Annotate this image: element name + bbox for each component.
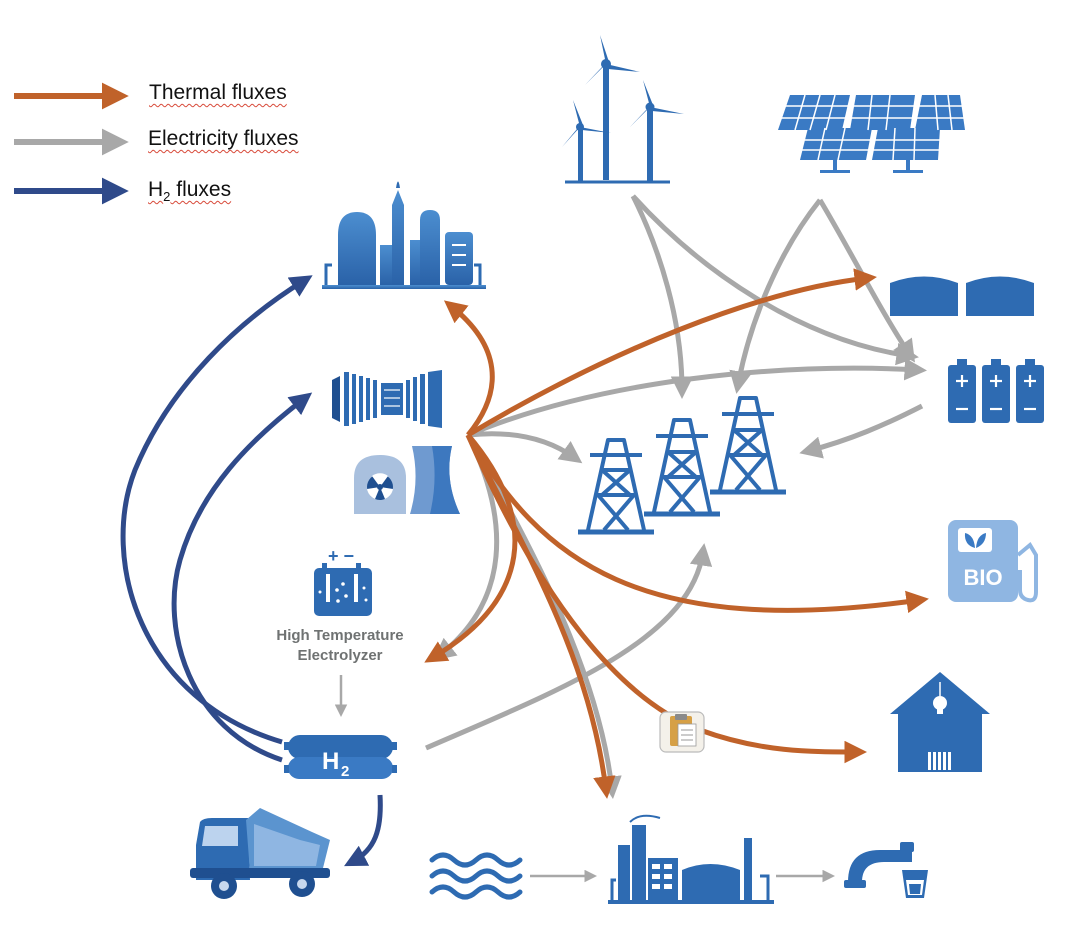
treatment-plant-icon — [608, 814, 774, 904]
h2-flux-to-truck — [344, 794, 383, 867]
electrolyzer-caption-line2: Electrolyzer — [297, 647, 383, 664]
legend — [14, 82, 129, 205]
electricity-flux-h2-to-grid — [425, 543, 713, 751]
wind-turbines-icon — [562, 35, 684, 184]
h2-flux-to-industry — [120, 275, 313, 745]
electricity-flux-nuclear-to-grid — [467, 431, 583, 464]
legend-h2-prefix: H — [148, 178, 164, 201]
industry-plant-icon — [322, 181, 486, 289]
h2-flux-to-turbine — [171, 392, 313, 763]
electricity-flux-nuclear-to-treatment — [465, 433, 622, 799]
heat-storage-tanks-icon — [890, 276, 1034, 316]
legend-h2-subscript: 2 — [163, 189, 171, 205]
electricity-flux-wind-to-battery — [631, 194, 919, 366]
electrolyzer-signs: + − — [328, 546, 354, 566]
electricity-flux-wind-to-grid — [630, 194, 694, 399]
electrolyzer-caption: High Temperature Electrolyzer — [240, 626, 440, 666]
h2-tank-subscript: 2 — [341, 763, 349, 780]
thermal-flux-to-biofuel — [465, 433, 929, 614]
bio-fuel-pump-label: BIO — [963, 565, 1002, 590]
electricity-flux-solar-to-grid — [729, 198, 822, 394]
h2-tank-icon: H 2 — [284, 735, 397, 780]
electricity-flux-battery-to-grid — [799, 403, 924, 459]
house-icon — [890, 672, 990, 772]
legend-thermal-label: Thermal fluxes — [149, 81, 287, 104]
thermal-flux-to-heat-storage — [466, 268, 877, 438]
document-icon — [659, 711, 705, 753]
electrolyzer-caption-line1: High Temperature — [276, 627, 404, 644]
water-waves-icon — [429, 852, 523, 900]
bio-fuel-pump-icon: BIO — [948, 520, 1038, 603]
thermal-flux-to-industry — [443, 300, 495, 437]
electricity-flux-nuclear-to-battery — [467, 357, 927, 438]
thermal-flux-to-treatment — [465, 433, 616, 799]
thermal-flux-to-electrolyzer — [424, 433, 518, 663]
power-grid-icon — [578, 396, 786, 535]
battery-icon — [948, 359, 1044, 423]
process-arrows — [334, 675, 835, 883]
legend-h2-suffix: fluxes — [170, 178, 232, 201]
electricity-fluxes — [425, 194, 927, 799]
truck-icon — [190, 808, 330, 899]
h2-tank-label: H — [322, 748, 339, 775]
solar-panels-icon — [778, 94, 968, 173]
nuclear-plant-icon — [354, 446, 460, 514]
h2-fluxes — [120, 275, 383, 867]
electrolyzer-icon: + − — [314, 546, 372, 616]
steam-turbine-icon — [332, 370, 442, 428]
legend-electricity-label: Electricity fluxes — [148, 127, 299, 150]
water-tap-icon — [844, 842, 928, 898]
legend-h2-label: H2 fluxes — [148, 178, 231, 204]
